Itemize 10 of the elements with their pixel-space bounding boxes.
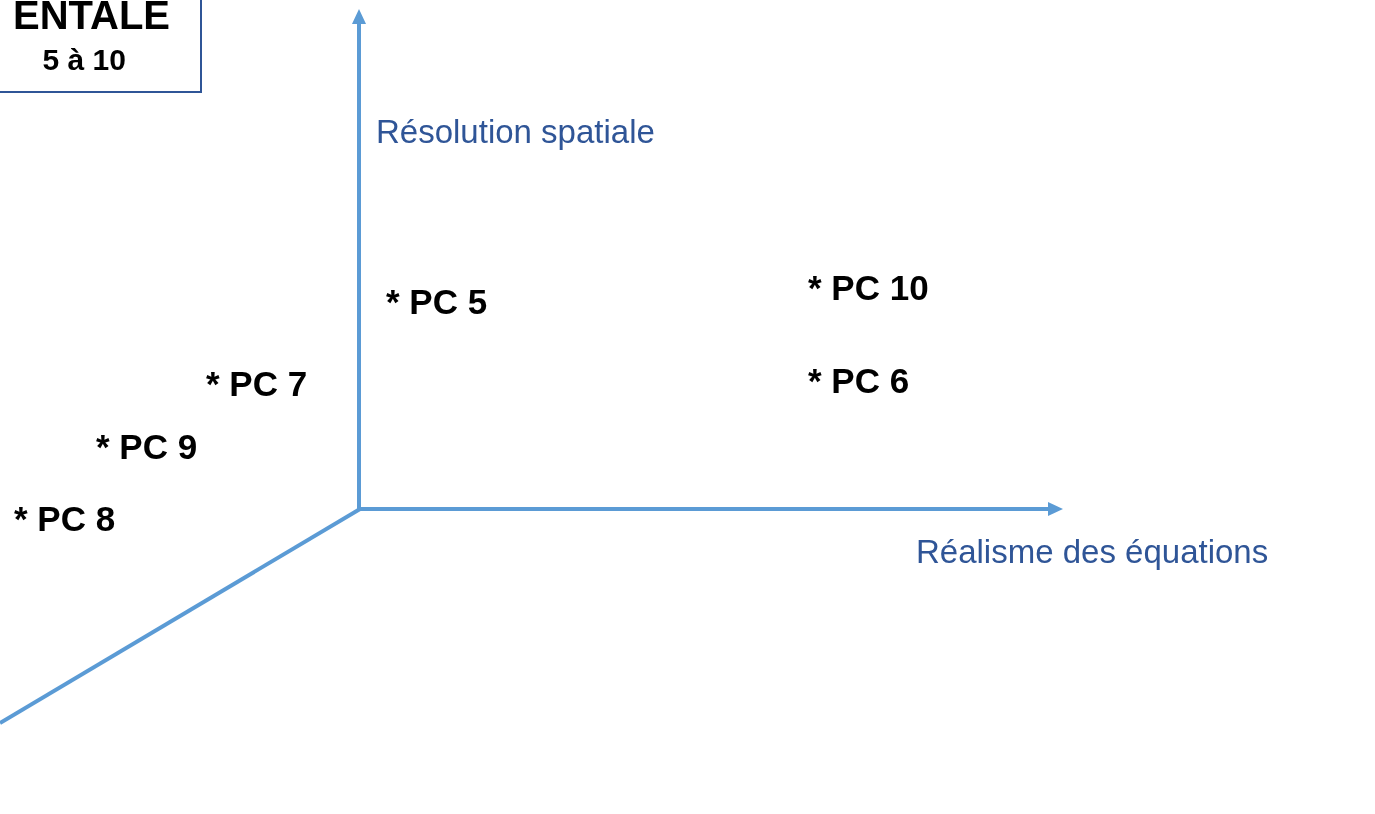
point-label: * PC 10 (808, 270, 929, 305)
box-heading: ENTALE (12, 0, 170, 38)
axis-label: Réalisme des équations (916, 535, 1269, 568)
point-label: * PC 7 (206, 366, 308, 401)
point-label: * PC 8 (14, 501, 116, 536)
box-subheading: 5 à 10 (42, 42, 126, 78)
point-label: * PC 5 (386, 284, 488, 319)
point-label: * PC 6 (808, 363, 910, 398)
axis-label: Résolution spatiale (376, 115, 655, 148)
point-label: * PC 9 (96, 429, 198, 464)
